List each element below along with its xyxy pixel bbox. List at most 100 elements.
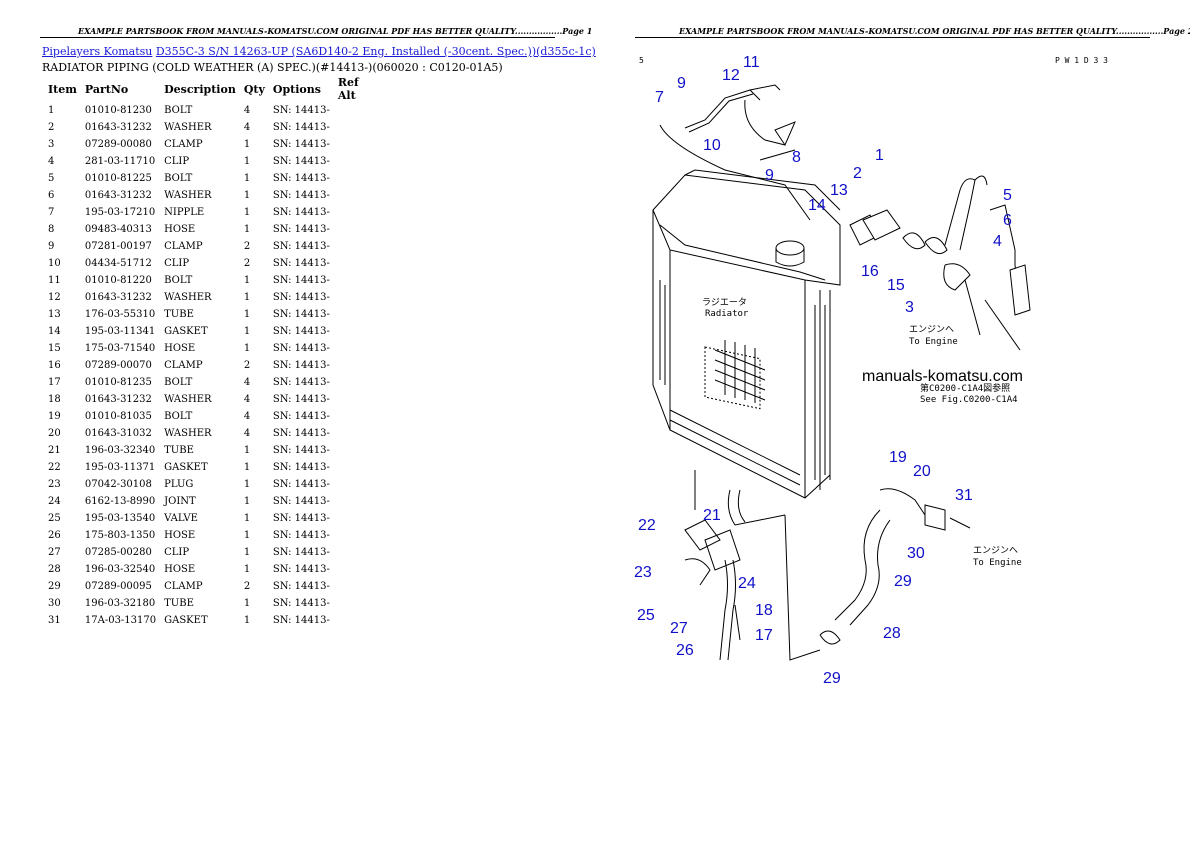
cell-qty: 1 xyxy=(243,462,251,473)
cell-options: SN: 14413- xyxy=(272,513,330,524)
cell-qty: 1 xyxy=(243,547,251,558)
callout-27: 27 xyxy=(670,620,688,637)
cell-description: CLAMP xyxy=(164,241,203,252)
callout-16: 16 xyxy=(861,263,879,280)
cell-qty: 1 xyxy=(243,207,251,218)
cell-options: SN: 14413- xyxy=(272,479,330,490)
breadcrumb-link-pipelayers[interactable]: Pipelayers Komatsu xyxy=(42,45,153,58)
callout-30: 30 xyxy=(907,545,925,562)
cell-partno: 175-03-71540 xyxy=(84,343,156,354)
cell-qty: 1 xyxy=(243,326,251,337)
cell-ref-alt xyxy=(334,408,374,425)
cell-options: SN: 14413- xyxy=(272,326,330,337)
callout-29-upper: 29 xyxy=(894,573,912,590)
cell-partno: 07289-00080 xyxy=(84,139,152,150)
to-engine-label-jp-2: エンジンへ xyxy=(973,546,1018,556)
cell-description: BOLT xyxy=(164,377,193,388)
cell-qty: 1 xyxy=(243,173,251,184)
cell-ref-alt xyxy=(334,323,374,340)
cell-ref-alt xyxy=(334,119,374,136)
cell-item: 1 xyxy=(48,105,55,116)
cell-description: WASHER xyxy=(164,122,212,133)
cell-item: 11 xyxy=(48,275,61,286)
cell-ref-alt xyxy=(334,595,374,612)
callout-14: 14 xyxy=(808,197,826,214)
cell-qty: 4 xyxy=(243,105,251,116)
cell-item: 14 xyxy=(48,326,61,337)
cell-options: SN: 14413- xyxy=(272,139,330,150)
callout-8: 8 xyxy=(792,149,801,166)
cell-qty: 1 xyxy=(243,530,251,541)
cell-ref-alt xyxy=(334,255,374,272)
cell-description: CLAMP xyxy=(164,581,203,592)
cell-item: 9 xyxy=(48,241,55,252)
cell-ref-alt xyxy=(334,561,374,578)
cell-options: SN: 14413- xyxy=(272,615,330,626)
cell-description: PLUG xyxy=(164,479,194,490)
cell-ref-alt xyxy=(334,289,374,306)
cell-ref-alt xyxy=(334,221,374,238)
cell-options: SN: 14413- xyxy=(272,598,330,609)
cell-qty: 1 xyxy=(243,564,251,575)
cell-partno: 07281-00197 xyxy=(84,241,152,252)
cell-ref-alt xyxy=(334,459,374,476)
watermark-brand: manuals-komatsu.com xyxy=(862,368,1023,385)
callout-18: 18 xyxy=(755,602,773,619)
cell-item: 12 xyxy=(48,292,61,303)
cell-item: 30 xyxy=(48,598,61,609)
cell-qty: 1 xyxy=(243,343,251,354)
cell-qty: 4 xyxy=(243,394,251,405)
cell-partno: 196-03-32180 xyxy=(84,598,156,609)
cell-qty: 1 xyxy=(243,139,251,150)
callout-15: 15 xyxy=(887,277,905,294)
cell-description: GASKET xyxy=(164,615,208,626)
cell-item: 22 xyxy=(48,462,61,473)
cell-partno: 281-03-11710 xyxy=(84,156,156,167)
upper-hose-assembly xyxy=(659,84,811,221)
cell-description: NIPPLE xyxy=(164,207,205,218)
cell-qty: 1 xyxy=(243,513,251,524)
cell-options: SN: 14413- xyxy=(272,258,330,269)
cell-qty: 1 xyxy=(243,224,251,235)
cell-item: 19 xyxy=(48,411,61,422)
cell-item: 25 xyxy=(48,513,61,524)
cell-ref-alt xyxy=(334,544,374,561)
cell-qty: 2 xyxy=(243,258,251,269)
callout-7: 7 xyxy=(655,89,664,106)
callout-2: 2 xyxy=(853,165,862,182)
parts-table: Item PartNo Description Qty Options Ref … xyxy=(44,76,374,629)
cell-description: WASHER xyxy=(164,190,212,201)
cell-item: 5 xyxy=(48,173,55,184)
cell-item: 13 xyxy=(48,309,61,320)
callout-9-lower: 9 xyxy=(765,167,774,184)
cell-qty: 4 xyxy=(243,122,251,133)
exploded-parts-diagram: 5 P W 1 D 3 3 ラジエータ Radiator xyxy=(634,54,1108,687)
cell-options: SN: 14413- xyxy=(272,224,330,235)
breadcrumb: Pipelayers Komatsu D355C-3 S/N 14263-UP … xyxy=(42,45,596,58)
cell-partno: 09483-40313 xyxy=(84,224,152,235)
cell-ref-alt xyxy=(334,391,374,408)
cell-description: TUBE xyxy=(164,445,194,456)
callout-31: 31 xyxy=(955,487,973,504)
cell-description: TUBE xyxy=(164,309,194,320)
cell-item: 6 xyxy=(48,190,55,201)
cell-description: GASKET xyxy=(164,462,208,473)
to-engine-label-jp-1: エンジンへ xyxy=(909,325,954,335)
cell-options: SN: 14413- xyxy=(272,377,330,388)
cell-partno: 07289-00070 xyxy=(84,360,152,371)
header-rule xyxy=(635,37,1150,38)
diagram-page: EXAMPLE PARTSBOOK FROM MANUALS-KOMATSU.C… xyxy=(595,0,1190,842)
column-header-ref-alt: Ref Alt xyxy=(337,76,359,102)
cell-partno: 07285-00280 xyxy=(84,547,152,558)
cell-qty: 2 xyxy=(243,581,251,592)
breadcrumb-link-model[interactable]: D355C-3 S/N 14263-UP (SA6D140-2 Eng. Ins… xyxy=(155,45,596,58)
